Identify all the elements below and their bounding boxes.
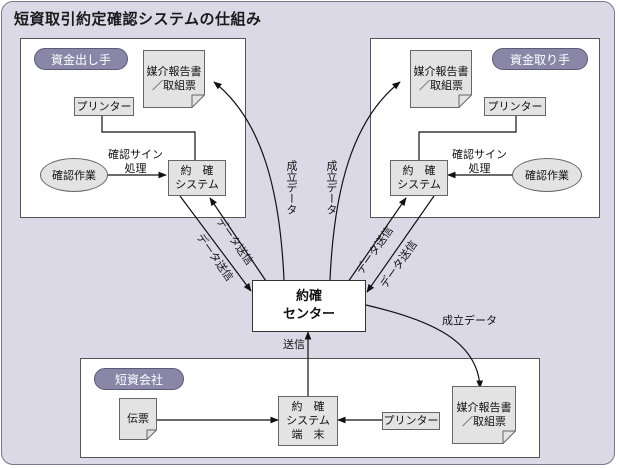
center-to-lender-report-arrow xyxy=(213,81,285,281)
send-label: 送信 xyxy=(283,338,305,351)
tanshi-label: 短資会社 xyxy=(94,368,184,390)
established-data-left-label: 成立データ xyxy=(285,160,298,215)
tanshi-terminal: 約 確 システム 端 末 xyxy=(278,396,338,446)
lender-confirm-task: 確認作業 xyxy=(40,158,108,192)
tanshi-report-doc: 媒介報告書 ／取組票 xyxy=(452,386,516,444)
lender-system: 約 確 システム xyxy=(168,160,226,196)
document-icon xyxy=(452,386,516,444)
tanshi-printer: プリンター xyxy=(382,412,440,430)
center-to-tanshi-report-arrow xyxy=(365,304,484,389)
lender-sign-process-label: 確認サイン 処理 xyxy=(108,148,163,176)
slip-doc: 伝票 xyxy=(119,398,157,440)
yakkaku-center: 約確 センター xyxy=(252,280,366,332)
slip-text: 伝票 xyxy=(127,411,149,425)
document-icon xyxy=(410,50,472,108)
borrower-sign-process-label: 確認サイン 処理 xyxy=(452,148,507,176)
lender-report-doc: 媒介報告書 ／取組票 xyxy=(143,50,205,108)
lender-printer: プリンター xyxy=(74,97,134,116)
borrower-system: 約 確 システム xyxy=(390,160,448,196)
lender-printer-link xyxy=(101,116,196,160)
borrower-printer-link xyxy=(418,116,517,160)
center-to-lender-arrow xyxy=(209,197,269,285)
tanshi-report-text: 媒介報告書 ／取組票 xyxy=(456,400,512,428)
document-icon xyxy=(143,50,205,108)
borrower-printer: プリンター xyxy=(484,97,546,116)
diagram-title: 短資取引約定確認システムの仕組み xyxy=(14,10,262,28)
lender-report-text: 媒介報告書 ／取組票 xyxy=(146,64,202,92)
center-to-borrower-report-arrow xyxy=(329,81,401,281)
lender-label: 資金出し手 xyxy=(34,48,128,70)
center-to-borrower-arrow xyxy=(347,197,407,283)
established-data-right-label: 成立データ xyxy=(325,160,338,215)
lender-to-center-arrow xyxy=(179,195,252,292)
borrower-report-doc: 媒介報告書 ／取組票 xyxy=(410,50,472,108)
document-icon xyxy=(119,398,157,440)
borrower-label: 資金取り手 xyxy=(492,48,588,70)
borrower-to-center-arrow xyxy=(366,195,435,293)
borrower-confirm-task: 確認作業 xyxy=(512,158,582,192)
borrower-report-text: 媒介報告書 ／取組票 xyxy=(413,64,469,92)
established-data-bottom-label: 成立データ xyxy=(442,314,497,327)
